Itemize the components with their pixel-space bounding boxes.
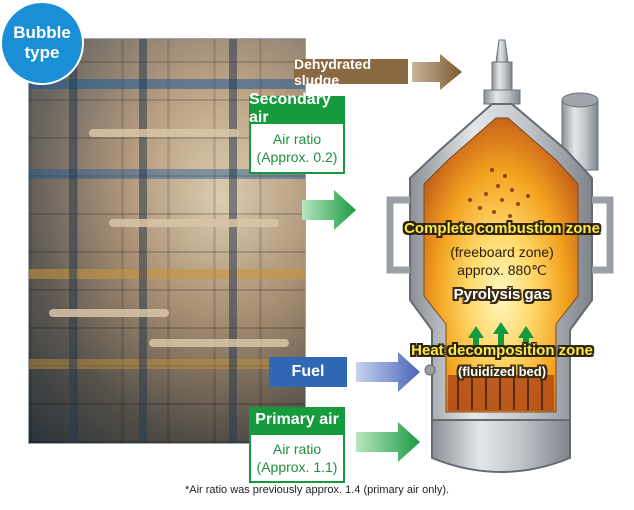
fluidized-bed-label: (fluidized bed) bbox=[457, 364, 547, 379]
footnote: *Air ratio was previously approx. 1.4 (p… bbox=[184, 484, 450, 496]
sludge-particles bbox=[468, 168, 530, 218]
secondary-air-title: Secondary air bbox=[249, 91, 345, 126]
fuel-label: Fuel bbox=[269, 357, 347, 387]
feed-nozzle bbox=[483, 39, 521, 105]
pyrolysis-gas-label: Pyrolysis gas bbox=[453, 286, 551, 303]
wind-box bbox=[431, 419, 571, 473]
freeboard-zone-label: (freeboard zone) bbox=[450, 244, 554, 260]
bubble-type-badge: Bubble type bbox=[2, 3, 82, 83]
fuel-arrow bbox=[356, 352, 420, 392]
secondary-air-ratio-label: Air ratio bbox=[272, 131, 322, 147]
primary-air-ratio-value: (Approx. 1.1) bbox=[256, 459, 338, 475]
primary-air-title: Primary air bbox=[249, 407, 345, 433]
secondary-air-pipes bbox=[386, 196, 614, 274]
secondary-air-box: Air ratio (Approx. 0.2) bbox=[249, 122, 345, 174]
primary-air-arrow bbox=[356, 422, 420, 462]
pyrolysis-arrows bbox=[468, 322, 534, 352]
heat-decomposition-zone-label: Heat decomposition zone bbox=[411, 342, 593, 359]
secondary-air-arrow bbox=[302, 190, 356, 230]
sludge-arrow bbox=[412, 54, 462, 90]
complete-combustion-zone-label: Complete combustion zone bbox=[404, 220, 600, 237]
primary-air-ratio-label: Air ratio bbox=[272, 441, 322, 457]
badge-line1: Bubble bbox=[13, 23, 71, 42]
badge-line2: type bbox=[24, 43, 60, 62]
temperature-label: approx. 880℃ bbox=[457, 262, 547, 278]
secondary-air-ratio-value: (Approx. 0.2) bbox=[256, 149, 338, 165]
dehydrated-sludge-label: Dehydrated sludge bbox=[294, 56, 408, 88]
bed-grate bbox=[457, 378, 543, 410]
primary-air-box: Air ratio (Approx. 1.1) bbox=[249, 433, 345, 483]
furnace-interior bbox=[423, 117, 579, 413]
